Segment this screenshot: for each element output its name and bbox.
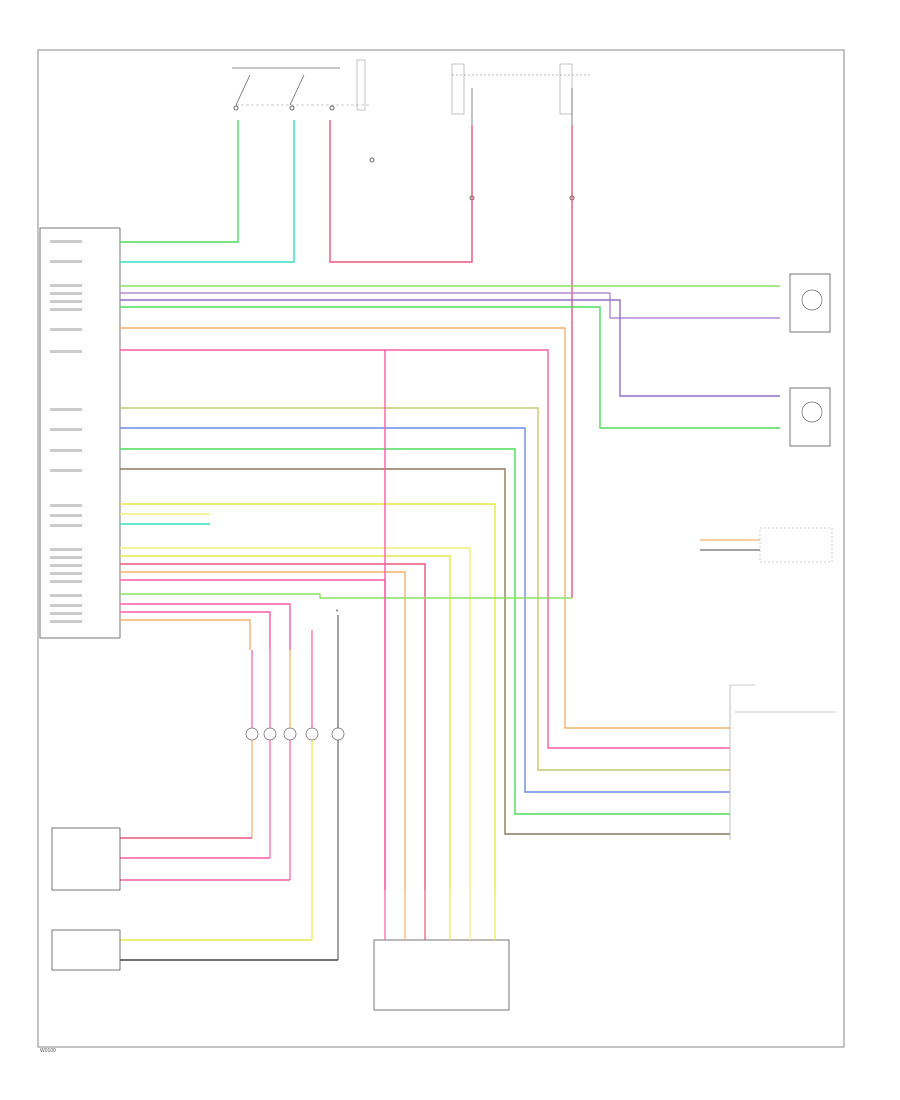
powertrain-control-module	[39, 227, 121, 639]
right-lower-connector	[729, 684, 835, 840]
bottom-connector-pins	[384, 890, 496, 940]
diagram-frame	[37, 49, 845, 1048]
right-small-connector	[700, 527, 833, 563]
top-wires	[120, 120, 573, 598]
radio-module	[51, 827, 121, 891]
fuse-block-top	[369, 63, 590, 201]
clock-spring-connector: ▼	[245, 608, 345, 960]
right-speed-sensors	[789, 273, 831, 447]
footer-code: W0100	[40, 1048, 56, 1054]
module-pin-labels	[50, 240, 82, 623]
lower-left-wires	[51, 827, 338, 971]
speed-sensor-top	[789, 273, 831, 333]
steering-wheel-switch-block	[373, 939, 510, 1011]
cluster-module	[51, 929, 121, 971]
speed-sensor-bottom	[789, 387, 831, 447]
harness-wires	[120, 285, 780, 890]
top-switch-group	[232, 59, 370, 111]
svg-text:▼: ▼	[335, 608, 339, 613]
